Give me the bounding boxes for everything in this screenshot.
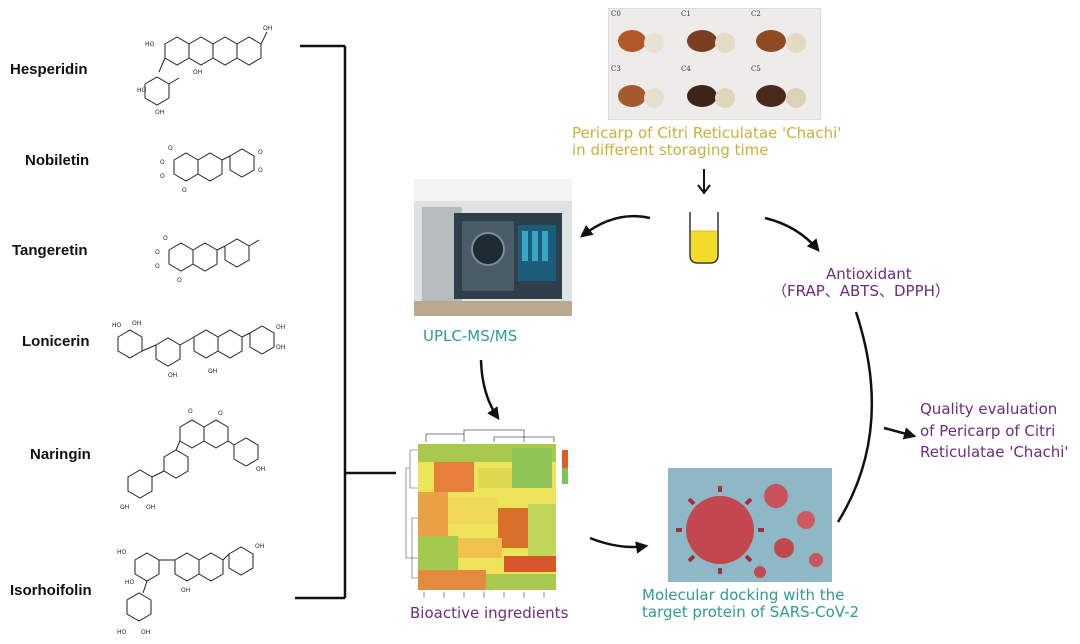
svg-text:OH: OH <box>255 543 264 550</box>
docking-label-line1: Molecular docking with the <box>642 586 845 604</box>
arrow-heatmap-to-docking <box>589 536 649 554</box>
lonicerin-structure: HO OH OH OH OH OH <box>112 320 285 379</box>
arrow-to-quality <box>883 426 917 440</box>
arrow-tube-to-antioxidant <box>764 216 820 252</box>
svg-text:OH: OH <box>120 504 129 511</box>
svg-text:HO: HO <box>137 87 147 94</box>
svg-text:O: O <box>182 187 187 194</box>
svg-text:OH: OH <box>276 324 285 331</box>
pericarp-panel-label-c5: C5 <box>751 65 761 73</box>
uplc-instrument-photo <box>414 179 572 316</box>
pericarp-caption-line2: in different storaging time <box>572 141 769 159</box>
svg-text:O: O <box>258 149 263 156</box>
compound-name-tangeretin: Tangeretin <box>12 242 88 259</box>
compound-name-nobiletin: Nobiletin <box>25 152 90 169</box>
bioactive-heatmap <box>405 429 568 598</box>
heatmap-label: Bioactive ingredients <box>410 604 569 622</box>
svg-text:O: O <box>188 408 193 415</box>
arrow-tube-to-uplc <box>580 214 651 238</box>
quality-evaluation-line2: of Pericarp of Citri <box>920 422 1056 440</box>
svg-text:OH: OH <box>141 629 150 636</box>
svg-text:O: O <box>155 263 160 270</box>
svg-text:O: O <box>168 145 173 152</box>
nobiletin-structure: OOO OOO <box>160 145 263 194</box>
pericarp-panel-label-c3: C3 <box>611 65 621 73</box>
hesperidin-structure: HO OH OH HO OH <box>137 25 272 116</box>
svg-text:O: O <box>218 410 223 417</box>
naringin-structure: O O OH OH OH <box>120 408 265 511</box>
pericarp-panel-label-c4: C4 <box>681 65 691 73</box>
svg-text:O: O <box>258 167 263 174</box>
svg-text:HO: HO <box>145 41 155 48</box>
arrow-uplc-to-heatmap <box>479 359 500 421</box>
compound-name-isorhoifolin: Isorhoifolin <box>10 582 92 599</box>
pericarp-panel-label-c0: C0 <box>611 10 621 18</box>
quality-evaluation-line1: Quality evaluation <box>920 400 1058 418</box>
svg-text:OH: OH <box>181 587 190 594</box>
svg-text:HO: HO <box>112 322 122 329</box>
svg-text:OH: OH <box>276 344 285 351</box>
svg-text:HO: HO <box>125 579 135 586</box>
svg-text:OH: OH <box>193 69 202 76</box>
svg-text:OH: OH <box>256 466 265 473</box>
compound-bracket <box>295 44 396 600</box>
antioxidant-label-line1: Antioxidant <box>826 265 912 283</box>
svg-text:O: O <box>160 173 165 180</box>
svg-text:OH: OH <box>168 372 177 379</box>
quality-evaluation-line3: Reticulatae 'Chachi' <box>920 443 1069 461</box>
arrow-docking-to-antioxidant <box>836 311 873 523</box>
svg-text:OH: OH <box>132 320 141 327</box>
isorhoifolin-structure: OH HO HO OH HO OH <box>117 543 264 636</box>
svg-text:OH: OH <box>146 504 155 511</box>
pericarp-panel-label-c1: C1 <box>681 10 691 18</box>
pericarp-panel-label-c2: C2 <box>751 10 761 18</box>
svg-text:O: O <box>163 235 168 242</box>
svg-text:OH: OH <box>208 368 217 375</box>
docking-label-line2: target protein of SARS-CoV-2 <box>642 603 860 621</box>
compound-name-lonicerin: Lonicerin <box>22 333 90 350</box>
uplc-label: UPLC-MS/MS <box>423 327 518 345</box>
compound-name-naringin: Naringin <box>30 446 91 463</box>
svg-text:O: O <box>155 249 160 256</box>
svg-text:OH: OH <box>263 25 272 32</box>
svg-text:O: O <box>160 159 165 166</box>
svg-text:HO: HO <box>117 549 127 556</box>
sars-cov-2-virus-image <box>668 468 832 582</box>
compound-name-hesperidin: Hesperidin <box>10 61 88 78</box>
antioxidant-label-line2: （FRAP、ABTS、DPPH） <box>772 282 950 300</box>
svg-text:OH: OH <box>155 109 164 116</box>
pericarp-photo-grid <box>608 8 821 120</box>
extract-tube <box>689 169 719 264</box>
svg-text:O: O <box>177 277 182 284</box>
pericarp-caption-line1: Pericarp of Citri Reticulatae 'Chachi' <box>572 124 842 142</box>
svg-text:HO: HO <box>117 629 127 636</box>
